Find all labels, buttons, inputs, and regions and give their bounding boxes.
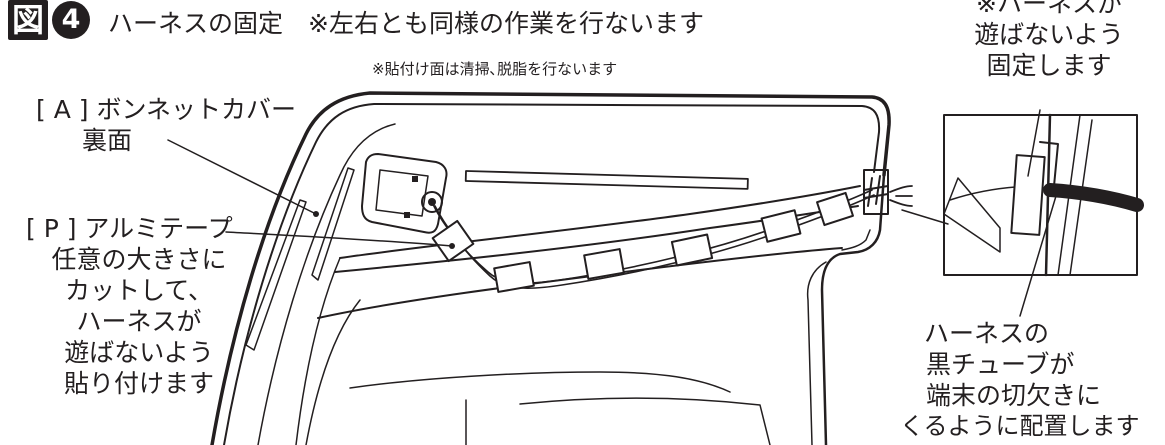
panel-line [305,299,361,445]
aluminum-tape [493,261,535,293]
callout-part-p-line1: [ P ] アルミテープ [26,214,233,243]
panel-line [334,205,859,273]
callout-detail-bottom-line2: 黒チューブが [926,350,1075,379]
callout-part-p-line5: 遊ばないよう [64,338,214,367]
connector-housing-inner [375,169,429,217]
bonnet-inner-edge [223,103,881,445]
tape-pieces [431,191,854,293]
terminal-mark [863,175,889,207]
detail-wire-outline [943,177,1001,253]
leader-part-p [225,231,453,247]
side-rib [311,167,355,281]
callout-detail-top-line2: 遊ばないよう [974,20,1124,49]
callout-part-p: [ P ] アルミテープ [26,213,233,244]
callout-detail-top-line3: 固定します [986,51,1112,80]
detail-inset-frame [943,114,1138,276]
callout-part-p-line3: カットして、 [64,276,213,305]
figure-title: ハーネスの固定 ※左右とも同様の作業を行ないます [108,9,704,38]
panel-line [339,185,861,259]
right-pillar [820,173,886,445]
callout-detail-bottom-line3: 端末の切欠きに [926,381,1102,410]
callout-detail-top: ※ハーネスが 遊ばないよう 固定します [944,0,1154,81]
circled-4-badge: 4 [52,1,90,39]
callout-part-p-line2: 任意の大きさに [51,245,227,274]
callout-part-p-line4: ハーネスが [76,307,202,336]
lower-contour [349,371,731,393]
aluminum-tape [431,219,475,263]
detail-leader [901,209,949,225]
bonnet-outer-edge [210,91,891,445]
gauge-slot [464,170,749,190]
callout-detail-bottom-line4: くるように配置します [900,412,1140,440]
cleaning-note: ※貼付け面は清掃､脱脂を行ないます [372,60,618,78]
figure-badge: 図 [8,0,48,40]
harness-wire [434,194,875,290]
detail-terminal [1010,154,1046,236]
callout-detail-bottom-line1: ハーネスの [924,319,1050,348]
leader-detail-bottom [1019,195,1057,317]
terminal-box [863,169,889,215]
connector-housing [361,153,448,234]
callout-part-a-line1: [ A ] ボンネットカバー [36,95,296,124]
connector-screw [412,176,418,182]
lower-contour [519,397,771,445]
panel-line [317,247,843,319]
leader-detail-top [1027,109,1041,177]
callout-part-p-line6: 貼り付けます [63,369,214,398]
aluminum-tape [583,248,625,280]
right-pillar-inner [841,229,871,251]
aluminum-tape [816,191,854,227]
bonnet-inner-rim [295,257,341,445]
aluminum-tape [760,209,802,243]
callout-part-p-body: 任意の大きさに カットして、 ハーネスが 遊ばないよう 貼り付けます [34,244,244,399]
callout-detail-top-line1: ※ハーネスが [976,0,1122,18]
detail-black-tube [1043,183,1144,212]
side-rib [245,199,307,351]
bonnet-lip-line [257,123,396,445]
detail-terminal-notch [1039,141,1059,187]
harness-grommet [421,191,443,213]
right-pillar-edge [806,261,827,445]
connector-screw [404,212,410,218]
leader-part-a [167,139,317,215]
callout-part-a: [ A ] ボンネットカバー 裏面 [36,94,296,156]
terminal-lead [889,185,913,207]
aluminum-tape [670,233,714,267]
callout-detail-bottom: ハーネスの 黒チューブが 端末の切欠きに くるように配置します [900,318,1140,442]
callout-part-a-line2: 裏面 [82,126,133,155]
